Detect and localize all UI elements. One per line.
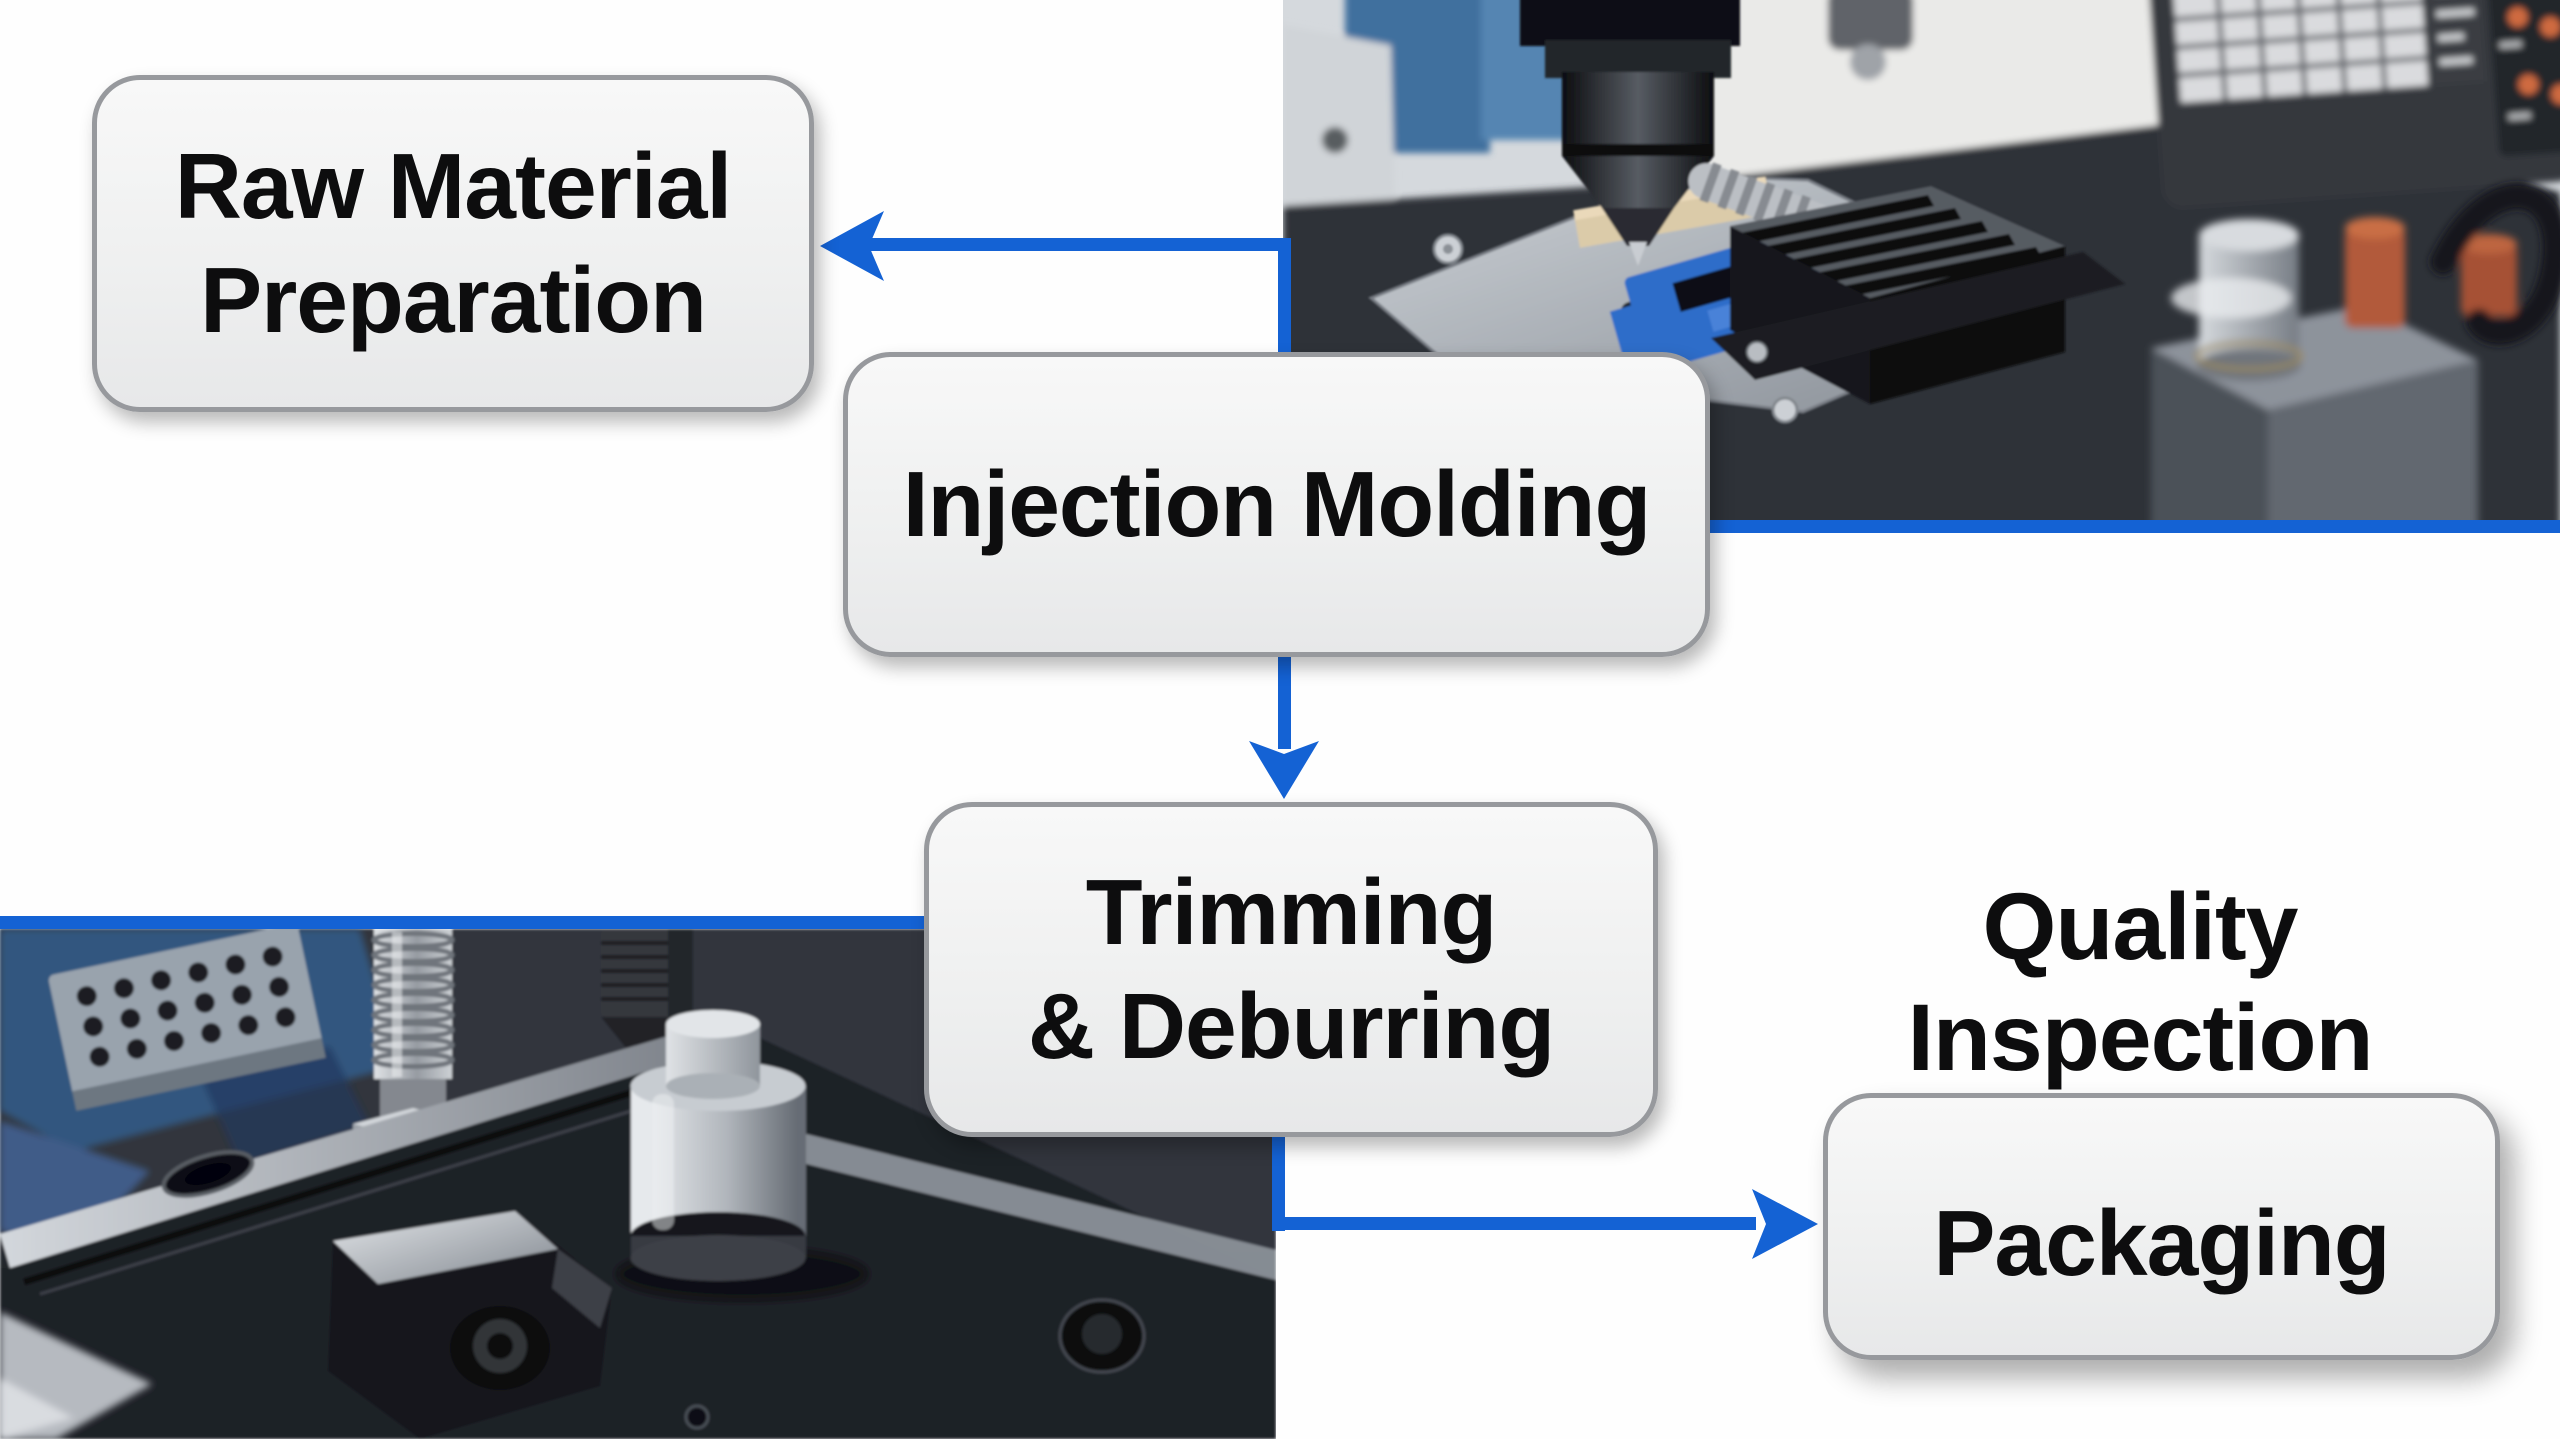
photo-injection-molding-machine [1283, 0, 2560, 533]
node-label-line: Preparation [200, 247, 707, 352]
node-label-line: Packaging [1933, 1190, 2390, 1295]
node-raw-material-preparation: Raw Material Preparation [92, 75, 814, 412]
arrow-molding-to-trimming-head [1249, 741, 1319, 799]
arrow-molding-to-trimming-shaft [1278, 657, 1291, 749]
node-label-line: Trimming [1085, 860, 1498, 965]
label-line: Inspection [1907, 985, 2373, 1092]
arrow-molding-to-raw-shaft [838, 238, 1291, 251]
arrow-trimming-to-packaging-shaft [1272, 1217, 1756, 1230]
node-label-line: Injection Molding [902, 451, 1652, 556]
node-trimming-deburring: Trimming & Deburring [924, 802, 1658, 1137]
label-quality-inspection: Quality Inspection [1810, 872, 2470, 1094]
arrow-trimming-to-packaging-head [1752, 1189, 1818, 1259]
node-label-line: Raw Material [174, 134, 733, 239]
node-label-line: & Deburring [1027, 973, 1555, 1078]
node-injection-molding: Injection Molding [843, 352, 1710, 657]
label-line: Quality [1982, 874, 2298, 980]
node-packaging: Packaging [1823, 1093, 2500, 1360]
arrow-molding-to-raw-head [820, 211, 884, 281]
